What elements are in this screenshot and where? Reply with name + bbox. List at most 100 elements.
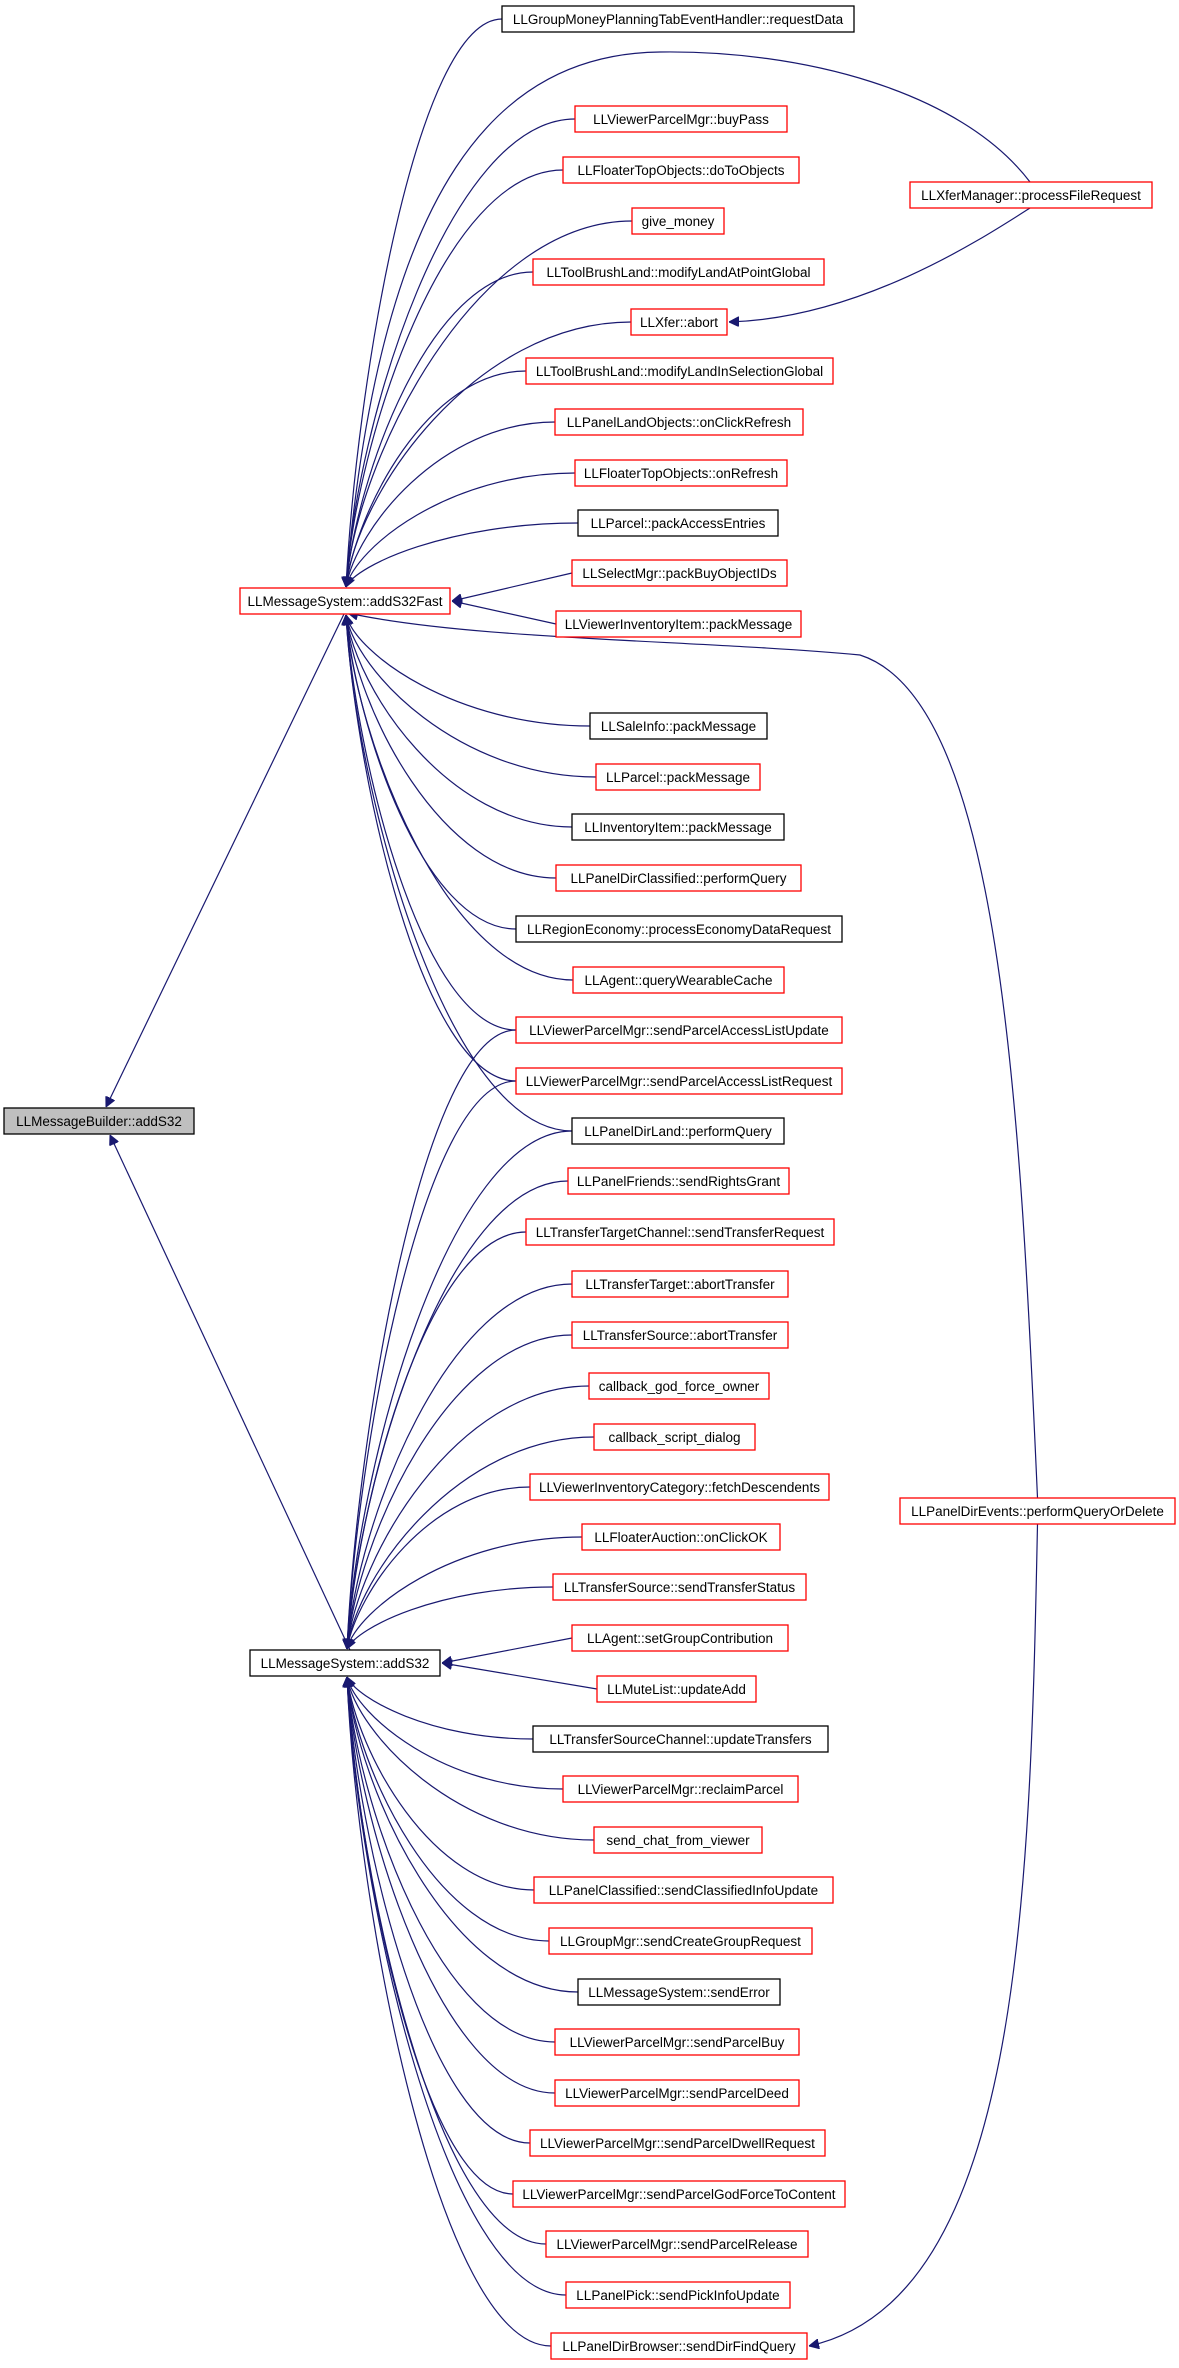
node-box bbox=[552, 1573, 807, 1601]
edge-n7-to-fast bbox=[346, 370, 527, 587]
node-label: LLViewerParcelMgr::reclaimParcel bbox=[578, 1782, 784, 1797]
node-n32[interactable]: LLMuteList::updateAdd bbox=[596, 1675, 757, 1703]
node-n30[interactable]: LLTransferSource::sendTransferStatus bbox=[552, 1573, 807, 1601]
edge-n28-to-s32 bbox=[347, 1486, 531, 1649]
node-n42[interactable]: LLViewerParcelMgr::sendParcelGodForceToC… bbox=[512, 2180, 846, 2208]
node-n35[interactable]: send_chat_from_viewer bbox=[593, 1826, 763, 1854]
node-label: LLViewerParcelMgr::sendParcelDeed bbox=[565, 2086, 789, 2101]
node-label: LLMessageSystem::addS32 bbox=[261, 1656, 430, 1671]
node-n21[interactable]: LLPanelDirLand::performQuery bbox=[571, 1117, 785, 1145]
node-root[interactable]: LLMessageBuilder::addS32 bbox=[3, 1107, 195, 1135]
node-n13[interactable]: LLSaleInfo::packMessage bbox=[589, 712, 768, 740]
node-n27[interactable]: callback_script_dialog bbox=[593, 1423, 756, 1451]
node-n39[interactable]: LLViewerParcelMgr::sendParcelBuy bbox=[554, 2028, 800, 2056]
node-n33[interactable]: LLTransferSourceChannel::updateTransfers bbox=[532, 1725, 829, 1753]
node-direvents[interactable]: LLPanelDirEvents::performQueryOrDelete bbox=[899, 1497, 1176, 1525]
node-n26[interactable]: callback_god_force_owner bbox=[588, 1372, 770, 1400]
node-box bbox=[588, 1372, 770, 1400]
edge-n37-to-s32 bbox=[347, 1677, 550, 1942]
node-box bbox=[571, 1270, 789, 1298]
node-label: LLPanelLandObjects::onClickRefresh bbox=[567, 415, 791, 430]
node-fast[interactable]: LLMessageSystem::addS32Fast bbox=[239, 587, 451, 615]
edge-n33-to-s32 bbox=[347, 1677, 534, 1740]
node-label: LLPanelDirLand::performQuery bbox=[584, 1124, 772, 1139]
node-n2[interactable]: LLViewerParcelMgr::buyPass bbox=[574, 105, 788, 133]
node-label: LLTransferSource::sendTransferStatus bbox=[564, 1580, 796, 1595]
node-n45[interactable]: LLPanelDirBrowser::sendDirFindQuery bbox=[550, 2332, 808, 2360]
node-n8[interactable]: LLPanelLandObjects::onClickRefresh bbox=[554, 408, 804, 436]
node-label: LLPanelPick::sendPickInfoUpdate bbox=[576, 2288, 779, 2303]
node-s32[interactable]: LLMessageSystem::addS32 bbox=[249, 1649, 441, 1677]
node-n19[interactable]: LLViewerParcelMgr::sendParcelAccessListU… bbox=[515, 1016, 843, 1044]
node-label: LLPanelClassified::sendClassifiedInfoUpd… bbox=[549, 1883, 818, 1898]
edge-direvents-to-fast bbox=[348, 613, 1039, 1499]
node-n1[interactable]: LLGroupMoneyPlanningTabEventHandler::req… bbox=[501, 5, 855, 33]
node-n36[interactable]: LLPanelClassified::sendClassifiedInfoUpd… bbox=[533, 1876, 834, 1904]
node-n7[interactable]: LLToolBrushLand::modifyLandInSelectionGl… bbox=[525, 357, 834, 385]
node-xfermgr[interactable]: LLXferManager::processFileRequest bbox=[909, 181, 1153, 209]
node-box bbox=[554, 408, 804, 436]
node-label: LLAgent::queryWearableCache bbox=[584, 973, 772, 988]
node-label: LLViewerParcelMgr::sendParcelRelease bbox=[556, 2237, 797, 2252]
node-label: LLFloaterTopObjects::doToObjects bbox=[577, 163, 784, 178]
node-label: LLMessageBuilder::addS32 bbox=[16, 1114, 182, 1129]
node-n20[interactable]: LLViewerParcelMgr::sendParcelAccessListR… bbox=[515, 1067, 843, 1095]
edge-n21-to-s32 bbox=[347, 1130, 573, 1649]
node-box bbox=[593, 1423, 756, 1451]
node-n14[interactable]: LLParcel::packMessage bbox=[595, 763, 761, 791]
node-n11[interactable]: LLSelectMgr::packBuyObjectIDs bbox=[571, 559, 788, 587]
node-n34[interactable]: LLViewerParcelMgr::reclaimParcel bbox=[562, 1775, 799, 1803]
edge-n5-to-fast bbox=[346, 271, 534, 587]
node-n43[interactable]: LLViewerParcelMgr::sendParcelRelease bbox=[545, 2230, 809, 2258]
edge-n12-to-fast bbox=[452, 601, 557, 625]
edge-n35-to-s32 bbox=[347, 1677, 595, 1841]
edge-n31-to-s32 bbox=[442, 1637, 573, 1663]
node-label: LLFloaterAuction::onClickOK bbox=[594, 1530, 767, 1545]
node-label: LLAgent::setGroupContribution bbox=[587, 1631, 773, 1646]
node-n16[interactable]: LLPanelDirClassified::performQuery bbox=[555, 864, 802, 892]
node-n3[interactable]: LLFloaterTopObjects::doToObjects bbox=[562, 156, 800, 184]
node-n28[interactable]: LLViewerInventoryCategory::fetchDescende… bbox=[529, 1473, 830, 1501]
node-label: callback_script_dialog bbox=[608, 1430, 740, 1445]
edge-n41-to-s32 bbox=[347, 1677, 531, 2144]
node-n15[interactable]: LLInventoryItem::packMessage bbox=[571, 813, 785, 841]
node-n22[interactable]: LLPanelFriends::sendRightsGrant bbox=[567, 1167, 790, 1195]
node-n41[interactable]: LLViewerParcelMgr::sendParcelDwellReques… bbox=[529, 2129, 826, 2157]
node-n6[interactable]: LLXfer::abort bbox=[630, 308, 728, 336]
edge-n14-to-fast bbox=[346, 615, 597, 778]
node-n4[interactable]: give_money bbox=[631, 207, 725, 235]
node-n25[interactable]: LLTransferSource::abortTransfer bbox=[571, 1321, 789, 1349]
node-n29[interactable]: LLFloaterAuction::onClickOK bbox=[581, 1523, 781, 1551]
node-n24[interactable]: LLTransferTarget::abortTransfer bbox=[571, 1270, 789, 1298]
node-label: LLGroupMoneyPlanningTabEventHandler::req… bbox=[513, 12, 844, 27]
node-n12[interactable]: LLViewerInventoryItem::packMessage bbox=[555, 610, 802, 638]
node-n38[interactable]: LLMessageSystem::sendError bbox=[577, 1978, 781, 2006]
node-label: LLToolBrushLand::modifyLandAtPointGlobal bbox=[547, 265, 811, 280]
node-box bbox=[596, 1675, 757, 1703]
node-box bbox=[589, 712, 768, 740]
node-box bbox=[593, 1826, 763, 1854]
node-label: LLTransferSourceChannel::updateTransfers bbox=[549, 1732, 811, 1747]
edge-n10-to-fast bbox=[346, 522, 579, 587]
node-label: LLParcel::packAccessEntries bbox=[591, 516, 766, 531]
node-n23[interactable]: LLTransferTargetChannel::sendTransferReq… bbox=[525, 1218, 835, 1246]
node-label: LLViewerInventoryItem::packMessage bbox=[565, 617, 793, 632]
node-n5[interactable]: LLToolBrushLand::modifyLandAtPointGlobal bbox=[532, 258, 825, 286]
edge-n36-to-s32 bbox=[347, 1677, 535, 1891]
node-box bbox=[577, 509, 779, 537]
node-n18[interactable]: LLAgent::queryWearableCache bbox=[572, 966, 785, 994]
node-n37[interactable]: LLGroupMgr::sendCreateGroupRequest bbox=[548, 1927, 813, 1955]
edge-n40-to-s32 bbox=[347, 1677, 556, 2094]
node-n17[interactable]: LLRegionEconomy::processEconomyDataReque… bbox=[515, 915, 843, 943]
node-n10[interactable]: LLParcel::packAccessEntries bbox=[577, 509, 779, 537]
edge-n20-to-s32 bbox=[347, 1080, 517, 1649]
node-n44[interactable]: LLPanelPick::sendPickInfoUpdate bbox=[565, 2281, 791, 2309]
node-n31[interactable]: LLAgent::setGroupContribution bbox=[571, 1624, 789, 1652]
edge-n18-to-fast bbox=[346, 615, 574, 981]
node-box bbox=[572, 966, 785, 994]
edge-n19-to-fast bbox=[346, 615, 517, 1031]
node-n9[interactable]: LLFloaterTopObjects::onRefresh bbox=[574, 459, 788, 487]
node-label: LLViewerInventoryCategory::fetchDescende… bbox=[539, 1480, 820, 1495]
node-n40[interactable]: LLViewerParcelMgr::sendParcelDeed bbox=[554, 2079, 800, 2107]
node-box bbox=[562, 156, 800, 184]
